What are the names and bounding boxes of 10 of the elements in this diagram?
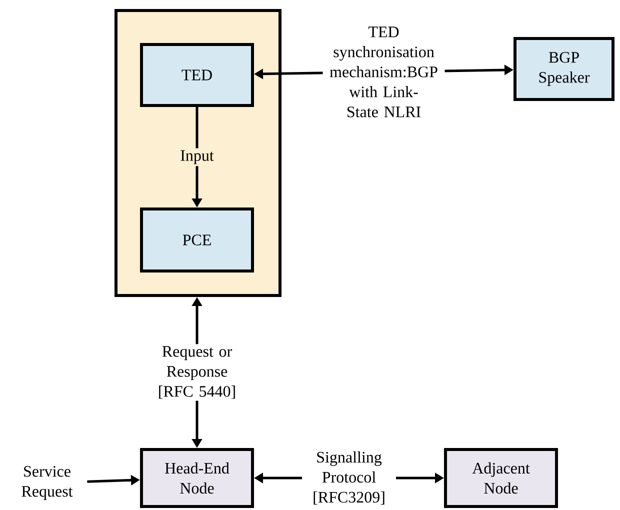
process-box: Head-End Node [140,448,254,508]
process-box: BGP Speaker [514,37,614,101]
edge-label: Signalling Protocol [RFC3209] [302,449,396,507]
process-box: Adjacent Node [444,448,558,508]
process-box: PCE [140,208,254,272]
process-box: TED [140,43,254,107]
edge-label: Request or Response [RFC 5440] [148,344,246,401]
text-label: Service Request [22,466,73,500]
edge-label: Input [178,148,216,166]
edge-label: TED synchronisation mechanism:BGP with Link-State NLRI [322,24,445,120]
